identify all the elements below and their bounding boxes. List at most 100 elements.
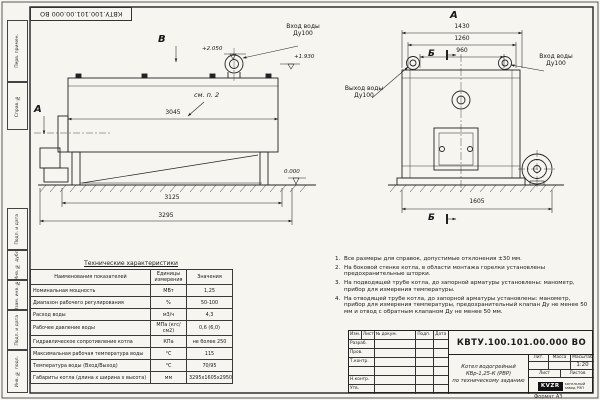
product-title-line1: Котел водогрейный	[461, 364, 516, 371]
role-label	[349, 367, 375, 376]
sig-row-prov: Пров.	[349, 349, 448, 358]
sign-cell	[416, 340, 435, 349]
margin-stamp-inv-podl: Инв. № подл.	[7, 350, 28, 393]
dim-3295: 3295	[158, 212, 174, 219]
company-line1: котельный	[564, 381, 586, 386]
cell-name: Температура воды (Вход/Выход)	[30, 359, 151, 372]
lit-value-row: 1:20	[529, 362, 594, 370]
doc-number-rotated: КВТУ.100.101.00.000 ВО	[30, 7, 132, 21]
product-title-line3: по техническому заданию	[452, 377, 525, 384]
cell-units: МПа (кгс/см2)	[150, 320, 187, 336]
dim-3125: 3125	[164, 194, 180, 201]
margin-stamp-perv-primen: Перв. примен.	[7, 20, 28, 82]
name-cell	[374, 376, 417, 385]
notes-block: 1. Все размеры для справок, допустимые о…	[335, 256, 591, 318]
cell-name: Номинальная мощность	[30, 284, 151, 297]
section-letter-b-bottom: Б	[428, 213, 435, 223]
lit-header-row: Лит. Масса Масштаб	[529, 355, 594, 362]
doc-number-rotated-text: КВТУ.100.101.00.000 ВО	[39, 10, 123, 18]
inlet-callout-side: Вход воды Ду100	[272, 23, 334, 37]
cell-value: 0,6 (6,0)	[186, 320, 233, 336]
lit-value	[529, 362, 549, 370]
table-row: Гидравлическое сопротивление котла КПа н…	[30, 335, 233, 348]
cell-units: МВт	[150, 284, 187, 297]
date-cell	[434, 385, 448, 394]
margin-stamp-inv-dubl: Инв. № дубл.	[7, 249, 28, 281]
sig-row-empty	[349, 367, 448, 376]
table-row: Температура воды (Вход/Выход) °С 70/95	[30, 359, 233, 372]
change-header-row: Изм. Лист № докум. Подп. Дата	[349, 331, 448, 340]
sign-cell	[416, 367, 435, 376]
title-block-signature-grid: Изм. Лист № докум. Подп. Дата Разраб. Пр…	[349, 331, 449, 394]
cell-name: Максимальная рабочая температура воды	[30, 347, 151, 360]
note-item: 3. На подводящей трубе котла, до запорно…	[335, 280, 591, 293]
margin-stamp-podp-data-2: Подп. и дата	[7, 310, 28, 350]
outlet-size-front: Ду100	[354, 91, 374, 99]
col-header-units: Единицы измерения	[150, 269, 187, 285]
note-number: 1.	[335, 256, 341, 262]
mass-value	[549, 362, 571, 370]
sheet-row: Лист Листов	[529, 370, 594, 378]
col-header-name: Наименования показателей	[30, 269, 151, 285]
note-number: 2.	[335, 264, 341, 271]
cell-value: 3295х1605х2950	[186, 371, 233, 384]
outlet-label-front: Выход воды	[344, 85, 384, 92]
elevation-inlet: +1.930	[294, 54, 315, 60]
see-note-callout: см. п. 2	[194, 91, 220, 99]
cell-value: 70/95	[186, 359, 233, 372]
inlet-size-side: Ду100	[293, 29, 313, 37]
date-cell	[434, 349, 448, 358]
note-text: На боковой стенке котла, в области монта…	[344, 264, 546, 278]
cell-units: м3/ч	[150, 308, 187, 321]
section-letter-b-top: Б	[428, 49, 435, 59]
sign-cell	[416, 376, 435, 385]
hdr-date: Дата	[434, 331, 448, 340]
sheet-label: Лист	[529, 370, 561, 378]
sheets-label: Листов	[561, 370, 594, 378]
company-line2: завод РЭП	[564, 386, 584, 390]
date-cell	[434, 376, 448, 385]
date-cell	[434, 367, 448, 376]
company-logo-row: KVZR котельный завод РЭП	[529, 378, 594, 394]
table-row: Рабочее давление воды МПа (кгс/см2) 0,6 …	[30, 320, 233, 336]
format-label: Формат А3	[534, 394, 563, 400]
note-item: 1. Все размеры для справок, допустимые о…	[335, 256, 591, 263]
role-label: Утв.	[349, 385, 375, 394]
sig-row-utv: Утв.	[349, 385, 448, 394]
elevation-zero: 0.000	[284, 169, 300, 175]
col-header-value: Значения	[186, 269, 233, 285]
sig-row-nkontr: Н.контр.	[349, 376, 448, 385]
note-text: Все размеры для справок, допустимые откл…	[344, 256, 522, 262]
cell-value: 115	[186, 347, 233, 360]
doc-number: КВТУ.100.101.00.000 ВО	[449, 331, 594, 355]
dim-1260: 1260	[454, 35, 470, 42]
sign-cell	[416, 349, 435, 358]
view-title-a: А	[450, 10, 458, 21]
note-text: На подводящей трубе котла, до запорной а…	[344, 280, 575, 293]
lit-mass-scale-block: Лит. Масса Масштаб 1:20 Лист Листов KVZR	[529, 355, 594, 394]
hdr-doc: № докум.	[374, 331, 417, 340]
date-cell	[434, 340, 448, 349]
scale-value: 1:20	[571, 362, 594, 370]
table-row: Габариты котла (длина х ширина х высота)…	[30, 371, 233, 384]
dim-3045: 3045	[165, 109, 181, 116]
cell-units: °С	[150, 347, 187, 360]
front-view-dimensions	[401, 30, 553, 213]
dim-1430: 1430	[454, 23, 470, 30]
dim-1605: 1605	[469, 198, 485, 205]
hdr-list: Лист	[361, 331, 375, 340]
sig-row-razrab: Разраб.	[349, 340, 448, 349]
role-label: Разраб.	[349, 340, 375, 349]
cell-name: Расход воды	[30, 308, 151, 321]
cell-name: Габариты котла (длина х ширина х высота)	[30, 371, 151, 384]
date-cell	[434, 358, 448, 367]
side-view-dimensions	[39, 117, 293, 225]
front-view-body	[396, 54, 556, 192]
role-label: Н.контр.	[349, 376, 375, 385]
ground-line-left	[38, 184, 316, 193]
cell-value: не более 250	[186, 335, 233, 348]
table-row: Номинальная мощность МВт 1,25	[30, 284, 233, 297]
